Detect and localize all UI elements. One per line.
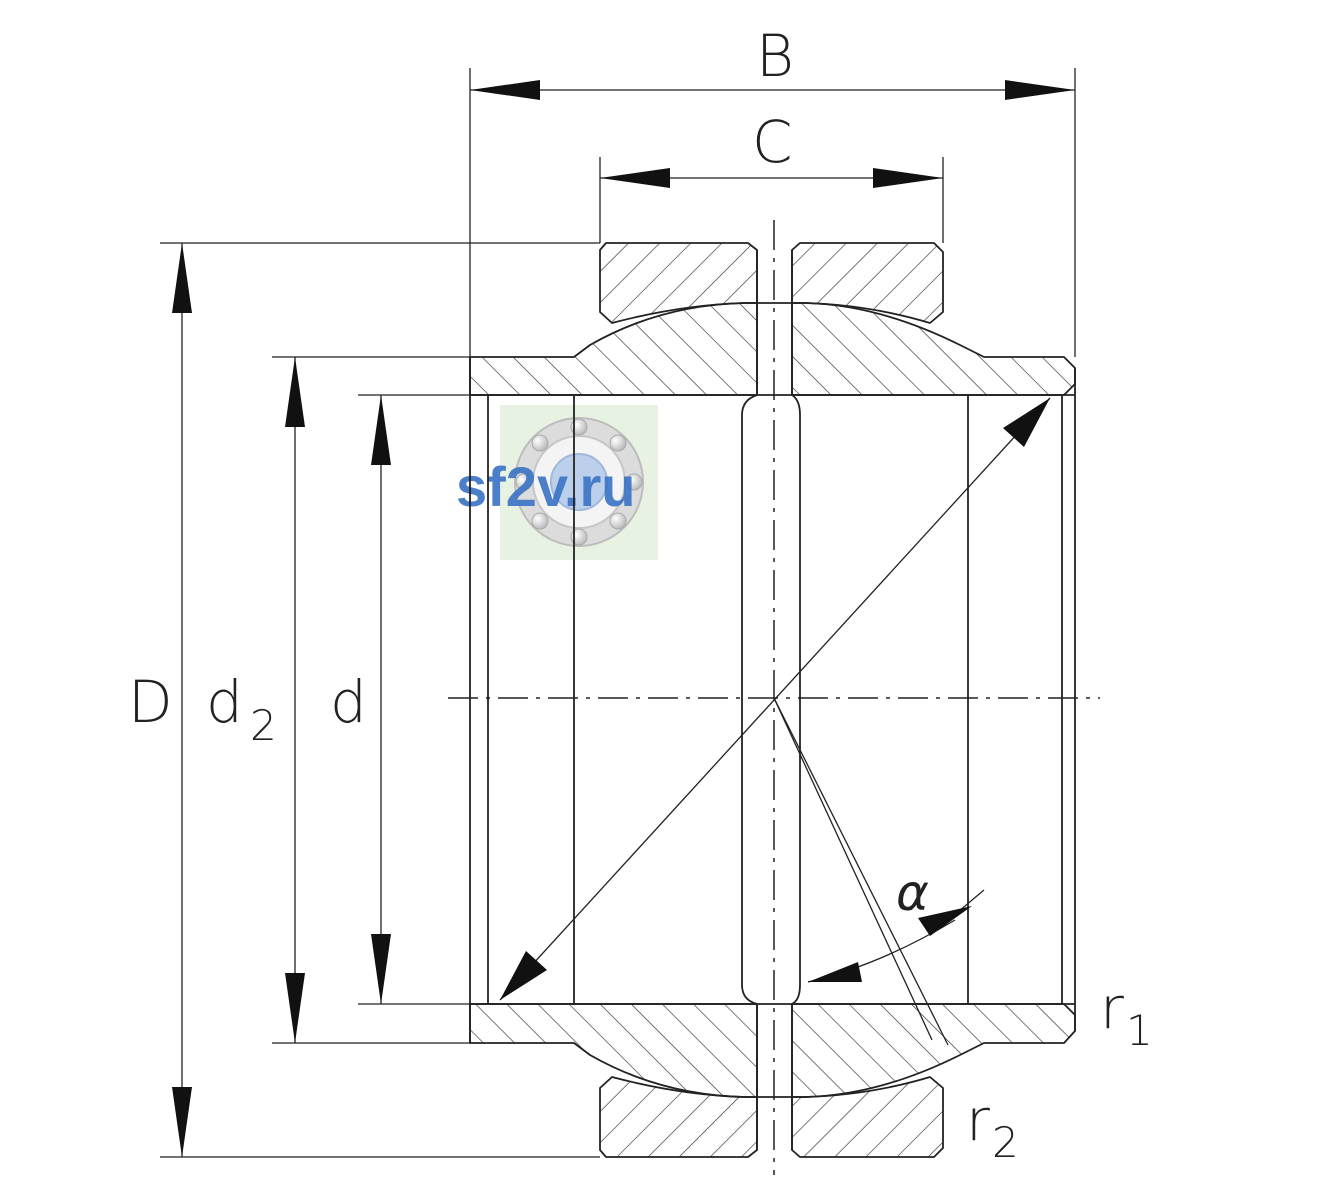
watermark-text: sf2v.ru — [456, 455, 635, 518]
inner-ring-top-left — [469, 302, 758, 396]
label-B: B — [756, 22, 794, 90]
angle-alpha-construction — [773, 697, 985, 1046]
extension-lines — [160, 68, 1076, 1158]
angle-alpha-arrow-right — [918, 906, 972, 936]
label-d2-main: d — [206, 668, 243, 736]
dimension-labels: B C D d 2 d α r 1 r 2 — [128, 22, 1153, 1167]
label-r2-main: r — [966, 1086, 990, 1154]
cross-sections — [469, 242, 1076, 1158]
label-d: d — [330, 668, 367, 736]
label-r1-sub: 1 — [1126, 1006, 1153, 1055]
dimension-D-line — [172, 243, 192, 1157]
label-d2-sub: 2 — [250, 701, 277, 750]
watermark: sf2v.ru — [456, 405, 658, 560]
dimension-d-line — [371, 395, 391, 1004]
bearing-logo-icon — [514, 417, 644, 547]
label-C: C — [752, 108, 793, 176]
label-r1-main: r — [1100, 974, 1124, 1042]
label-alpha: α — [896, 864, 929, 922]
angle-alpha-arrow-left — [808, 962, 862, 982]
bore-lines — [469, 250, 1076, 1150]
dimension-B-line — [470, 80, 1075, 100]
label-r2-sub: 2 — [992, 1118, 1019, 1167]
outer-ring-bottom-left — [599, 1076, 758, 1158]
dimension-C-line — [600, 168, 943, 188]
label-D: D — [128, 668, 173, 736]
dimension-lines — [172, 80, 1075, 1157]
outer-ring-bottom-right — [791, 1076, 944, 1158]
dimension-d2-line — [285, 357, 305, 1043]
